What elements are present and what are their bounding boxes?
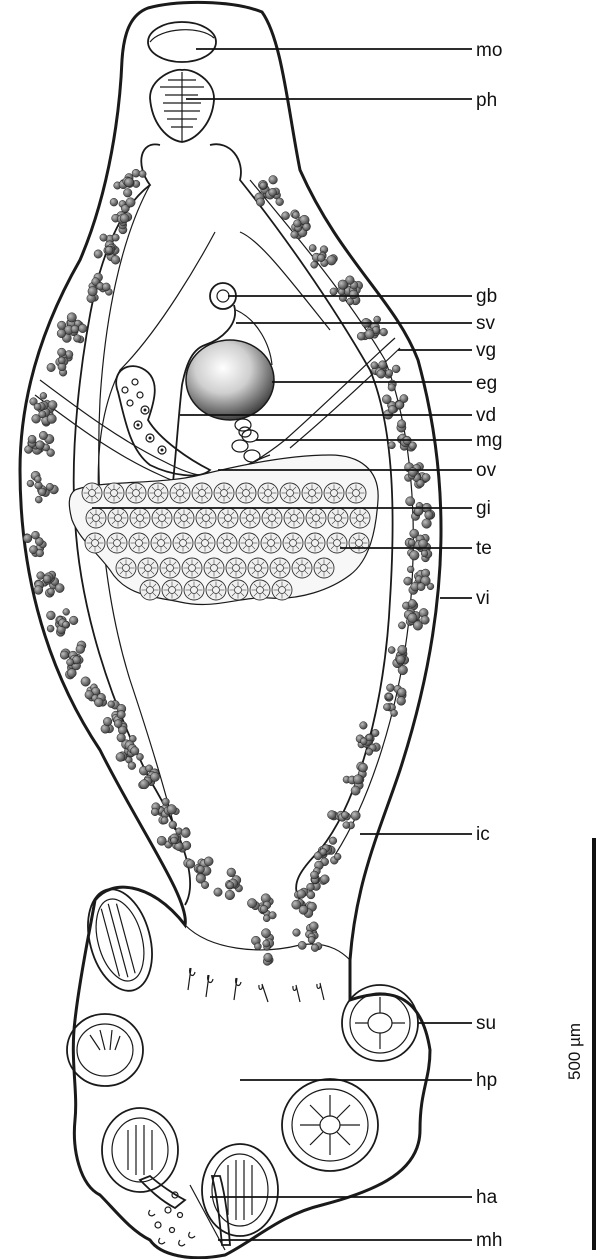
label-ov: ov (476, 460, 497, 481)
label-ic: ic (476, 824, 490, 845)
label-mo: mo (476, 40, 502, 61)
label-ha: ha (476, 1187, 498, 1208)
label-gb: gb (476, 286, 497, 307)
label-eg: eg (476, 373, 497, 394)
label-hp: hp (476, 1070, 497, 1091)
scale-bar-label: 500 µm (565, 1023, 584, 1080)
label-vg: vg (476, 340, 496, 361)
label-vi: vi (476, 588, 490, 609)
body-outline (20, 2, 441, 1257)
label-gi: gi (476, 498, 491, 519)
label-vd: vd (476, 405, 496, 426)
label-mg: mg (476, 430, 502, 451)
label-su: su (476, 1013, 496, 1034)
label-sv: sv (476, 313, 496, 334)
egg (186, 340, 274, 420)
label-mh: mh (476, 1230, 502, 1251)
label-ph: ph (476, 90, 497, 111)
label-te: te (476, 538, 492, 559)
